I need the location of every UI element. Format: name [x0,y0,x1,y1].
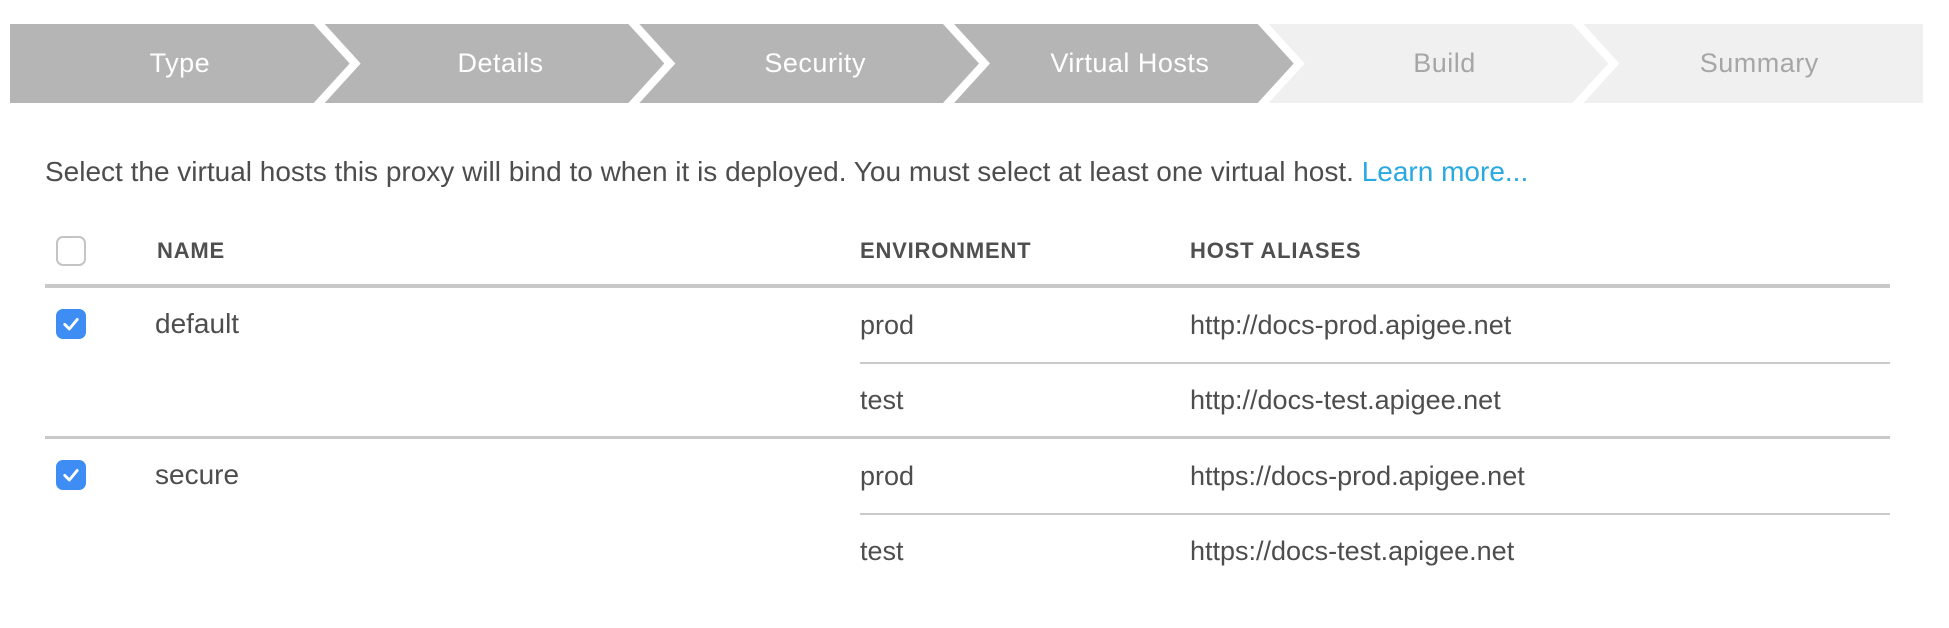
environment-cell: test [860,535,904,566]
learn-more-link[interactable]: Learn more... [1361,156,1529,187]
wizard-step-label: Build [1413,48,1476,78]
row-checkbox[interactable] [56,309,86,339]
wizard-breadcrumb: Type Details Security Virtual Hosts Buil… [10,24,1924,103]
wizard-step-label: Virtual Hosts [1050,48,1210,78]
host-alias-cell: http://docs-prod.apigee.net [1190,309,1512,340]
column-header-environment: ENVIRONMENT [860,238,1032,263]
entries: prod http://docs-prod.apigee.net test ht… [860,288,1890,436]
instruction-body: Select the virtual hosts this proxy will… [45,156,1354,187]
checkmark-icon [63,469,79,482]
host-alias-cell: https://docs-prod.apigee.net [1190,460,1525,491]
environment-cell: test [860,384,904,415]
virtual-host-name: default [155,308,240,339]
table-header-row: NAME ENVIRONMENT HOST ALIASES [45,236,1890,288]
wizard-step-label: Summary [1699,48,1819,78]
entries: prod https://docs-prod.apigee.net test h… [860,439,1890,587]
wizard-step-label: Security [764,48,866,78]
wizard-step-label: Details [457,48,544,78]
wizard-step-type[interactable]: Type [10,24,350,103]
wizard-step-details[interactable]: Details [325,24,665,103]
host-alias-cell: https://docs-test.apigee.net [1190,535,1515,566]
entry-row: test http://docs-test.apigee.net [860,362,1890,436]
instruction-text: Select the virtual hosts this proxy will… [45,156,1949,188]
row-checkbox[interactable] [56,460,86,490]
table-row: default prod http://docs-prod.apigee.net… [45,288,1890,439]
virtual-hosts-table: NAME ENVIRONMENT HOST ALIASES default pr… [45,236,1890,587]
wizard-step-summary: Summary [1583,24,1924,103]
wizard-step-security[interactable]: Security [639,24,979,103]
checkmark-icon [63,318,79,331]
column-header-name: NAME [157,238,225,263]
environment-cell: prod [860,460,915,491]
entry-row: test https://docs-test.apigee.net [860,513,1890,587]
wizard-step-label: Type [149,48,211,78]
virtual-host-name: secure [155,459,240,490]
host-alias-cell: http://docs-test.apigee.net [1190,384,1501,415]
column-header-host-aliases: HOST ALIASES [1190,238,1362,263]
wizard-step-virtual-hosts[interactable]: Virtual Hosts [954,24,1294,103]
select-all-checkbox[interactable] [56,236,86,266]
table-body: default prod http://docs-prod.apigee.net… [45,288,1890,587]
entry-row: prod https://docs-prod.apigee.net [860,439,1890,513]
table-row: secure prod https://docs-prod.apigee.net… [45,439,1890,587]
wizard-step-build: Build [1269,24,1609,103]
entry-row: prod http://docs-prod.apigee.net [860,288,1890,362]
environment-cell: prod [860,309,915,340]
